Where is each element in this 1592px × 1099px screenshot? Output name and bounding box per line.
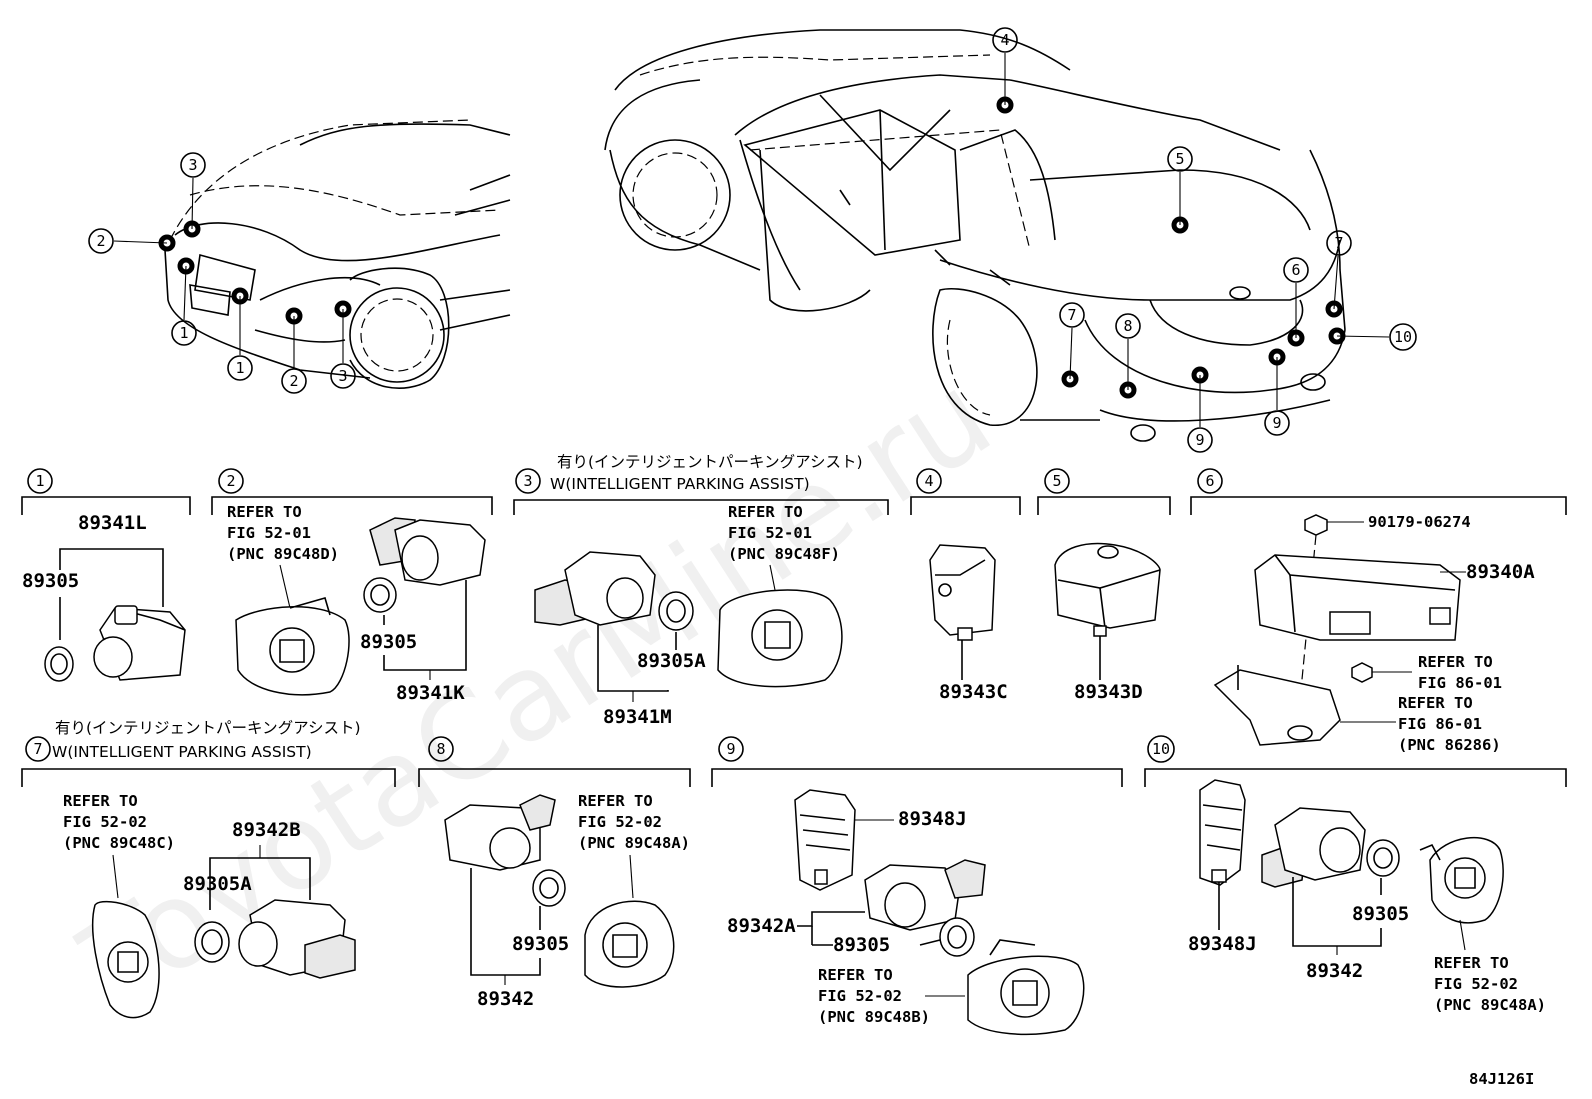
section-8: 89305 89342 REFER TO FIG 52-02 (PNC 89C4… [444, 792, 690, 1010]
svg-text:REFER TO: REFER TO [1418, 653, 1493, 671]
svg-text:FIG 52-01: FIG 52-01 [728, 524, 812, 542]
nut-part [1304, 514, 1328, 536]
svg-text:(PNC 89C48B): (PNC 89C48B) [818, 1008, 930, 1026]
svg-text:7: 7 [1067, 306, 1076, 324]
svg-text:5: 5 [1175, 150, 1184, 168]
svg-text:10: 10 [1394, 328, 1412, 346]
svg-text:FIG 52-02: FIG 52-02 [63, 813, 147, 831]
section-9: 89348J 89342A 89305 REFER TO FIG 52-02 (… [727, 789, 1085, 1036]
svg-text:REFER TO: REFER TO [728, 503, 803, 521]
part-number: 89341L [78, 512, 147, 534]
svg-text:4: 4 [924, 472, 933, 490]
svg-text:REFER TO: REFER TO [578, 792, 653, 810]
connector-part [944, 859, 986, 899]
svg-text:89342: 89342 [1306, 960, 1363, 982]
svg-text:FIG 52-01: FIG 52-01 [227, 524, 311, 542]
part-number: 89305 [22, 570, 79, 592]
svg-text:FIG 52-02: FIG 52-02 [1434, 975, 1518, 993]
svg-text:1: 1 [179, 324, 188, 342]
svg-text:W(INTELLIGENT PARKING ASSIST): W(INTELLIGENT PARKING ASSIST) [52, 743, 312, 761]
svg-text:REFER TO: REFER TO [818, 966, 893, 984]
svg-text:90179-06274: 90179-06274 [1368, 513, 1471, 531]
svg-text:REFER TO: REFER TO [227, 503, 302, 521]
svg-text:(PNC 89C48D): (PNC 89C48D) [227, 545, 339, 563]
callout-label: 3 [188, 156, 197, 174]
svg-text:1: 1 [235, 359, 244, 377]
svg-text:9: 9 [726, 740, 735, 758]
sensor-callouts: 3 2 1 1 2 3 4 5 6 7 7 8 9 9 10 [88, 27, 1417, 453]
svg-text:1: 1 [35, 472, 44, 490]
callout-circle [180, 152, 206, 178]
section-6: 90179-06274 89340A REFER TO FIG 86-01 RE… [1213, 513, 1535, 754]
svg-text:9: 9 [1272, 414, 1281, 432]
sensor-module-part [929, 544, 996, 636]
svg-text:89343D: 89343D [1074, 681, 1143, 703]
svg-text:89305: 89305 [1352, 903, 1409, 925]
svg-text:89340A: 89340A [1466, 561, 1535, 583]
svg-text:REFER TO: REFER TO [63, 792, 138, 810]
svg-text:REFER TO: REFER TO [1398, 694, 1473, 712]
svg-text:89342: 89342 [477, 988, 534, 1010]
svg-text:FIG 86-01: FIG 86-01 [1398, 715, 1482, 733]
svg-text:8: 8 [1123, 317, 1132, 335]
svg-text:5: 5 [1052, 472, 1061, 490]
diagram-id: 84J126I [1469, 1070, 1534, 1088]
svg-text:REFER TO: REFER TO [1434, 954, 1509, 972]
section-3: REFER TO FIG 52-01 (PNC 89C48F) 89305A 8… [534, 503, 843, 728]
svg-text:(PNC 89C48A): (PNC 89C48A) [578, 834, 690, 852]
svg-text:(PNC 86286): (PNC 86286) [1398, 736, 1501, 754]
svg-text:(PNC 89C48C): (PNC 89C48C) [63, 834, 175, 852]
nut-part [1351, 662, 1373, 683]
svg-text:89305A: 89305A [637, 650, 706, 672]
svg-text:6: 6 [1291, 261, 1300, 279]
svg-text:89305A: 89305A [183, 873, 252, 895]
svg-text:(PNC 89C48A): (PNC 89C48A) [1434, 996, 1546, 1014]
section-headers-row2: 有り(インテリジェントパーキングアシスト) 7 W(INTELLIGENT PA… [21, 719, 1567, 787]
bracket-part [1213, 669, 1341, 746]
svg-text:89348J: 89348J [1188, 933, 1257, 955]
ring-part [44, 646, 74, 682]
option-note-en: W(INTELLIGENT PARKING ASSIST) [550, 475, 810, 493]
svg-text:2: 2 [226, 472, 235, 490]
section-4: 89343C [929, 544, 1008, 703]
svg-text:6: 6 [1205, 472, 1214, 490]
section-7: REFER TO FIG 52-02 (PNC 89C48C) 89342B 8… [63, 792, 356, 1019]
svg-text:89348J: 89348J [898, 808, 967, 830]
svg-text:89305: 89305 [512, 933, 569, 955]
svg-text:FIG 86-01: FIG 86-01 [1418, 674, 1502, 692]
section-10: 89348J 89305 89342 REFER TO FIG 52-02 (P… [1188, 779, 1546, 1014]
svg-text:89343C: 89343C [939, 681, 1008, 703]
svg-text:89342B: 89342B [232, 819, 301, 841]
svg-text:(PNC 89C48F): (PNC 89C48F) [728, 545, 840, 563]
svg-text:89342A: 89342A [727, 915, 796, 937]
svg-text:89305: 89305 [360, 631, 417, 653]
svg-text:FIG 52-02: FIG 52-02 [818, 987, 902, 1005]
option-note-jp: 有り(インテリジェントパーキングアシスト) [557, 453, 863, 471]
svg-text:FIG 52-02: FIG 52-02 [578, 813, 662, 831]
svg-text:7: 7 [33, 740, 42, 758]
bracket-part [794, 789, 856, 891]
section-2: REFER TO FIG 52-01 (PNC 89C48D) 89305 89… [227, 503, 486, 704]
svg-text:2: 2 [289, 372, 298, 390]
rear-car-illustration [604, 29, 1346, 442]
front-car-illustration [164, 119, 511, 389]
connector-part [304, 934, 356, 979]
svg-text:3: 3 [338, 367, 347, 385]
svg-text:89341K: 89341K [396, 682, 465, 704]
connector-part [519, 794, 556, 831]
svg-text:89341M: 89341M [603, 706, 672, 728]
section-5: 89343D [1054, 542, 1161, 703]
svg-text:7: 7 [1334, 234, 1343, 252]
section-1: 89341L 89305 [22, 512, 186, 682]
svg-text:9: 9 [1195, 431, 1204, 449]
svg-text:2: 2 [96, 232, 105, 250]
svg-text:8: 8 [436, 740, 445, 758]
svg-text:有り(インテリジェントパーキングアシスト): 有り(インテリジェントパーキングアシスト) [55, 719, 361, 737]
svg-text:89305: 89305 [833, 934, 890, 956]
svg-text:10: 10 [1152, 740, 1170, 758]
svg-text:4: 4 [1000, 31, 1009, 49]
svg-text:3: 3 [523, 472, 532, 490]
section-headers-row1: 1 2 有り(インテリジェントパーキングアシスト) 3 W(INTELLIGEN… [21, 453, 1567, 515]
